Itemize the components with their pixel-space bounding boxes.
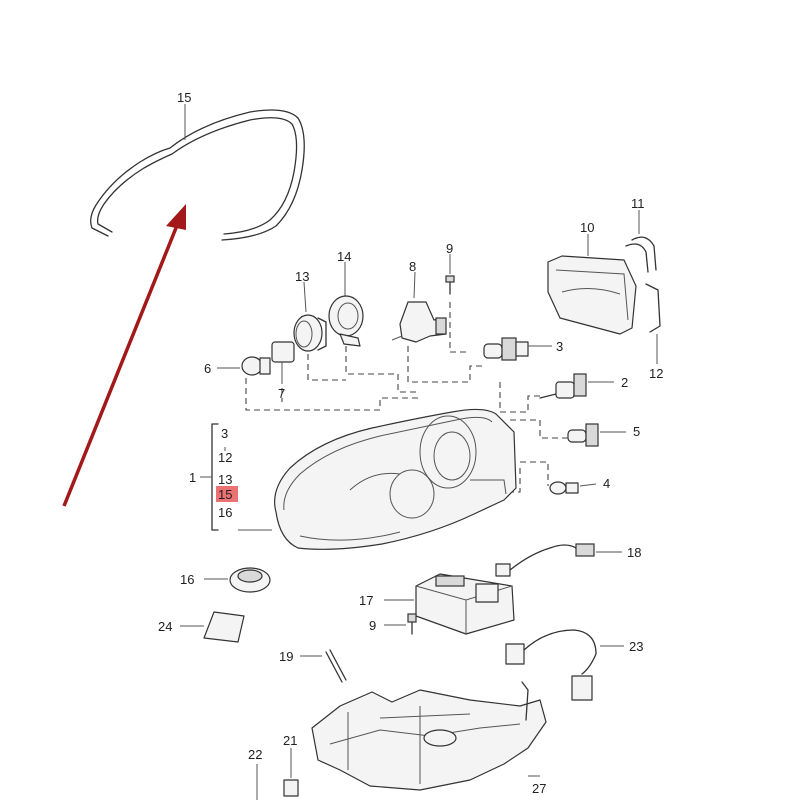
highlight-marker	[216, 486, 238, 502]
part-19-clip	[300, 649, 347, 683]
part-10-fog-lamp	[547, 234, 637, 335]
bracket-item-12: 12	[218, 450, 232, 465]
part-5-bulb	[567, 423, 626, 447]
part-15-seal	[90, 104, 305, 241]
part-6-bulb	[217, 356, 271, 376]
part-9-screw-bottom	[384, 613, 417, 635]
part-16-cover	[204, 567, 271, 593]
part-9-screw-top	[445, 254, 455, 295]
bracket-item-13: 13	[218, 472, 232, 487]
label-10: 10	[580, 220, 594, 235]
part-14-cap	[328, 262, 364, 347]
label-12: 12	[649, 366, 663, 381]
part-18-cable	[495, 543, 622, 577]
part-23-harness	[505, 629, 624, 701]
bracket-item-3: 3	[221, 426, 228, 441]
assembly-guide-lines	[245, 302, 568, 493]
label-24: 24	[158, 619, 172, 634]
label-18: 18	[627, 545, 641, 560]
label-3: 3	[556, 339, 563, 354]
part-27-base-plate	[311, 681, 547, 791]
label-6: 6	[204, 361, 211, 376]
bracket-item-16: 16	[218, 505, 232, 520]
part-7-socket	[271, 341, 295, 384]
label-4: 4	[603, 476, 610, 491]
part-17-ballast	[384, 573, 515, 635]
label-9-top: 9	[446, 241, 453, 256]
label-22: 22	[248, 747, 262, 762]
label-1: 1	[189, 470, 196, 485]
label-17: 17	[359, 593, 373, 608]
part-1-headlight-housing	[274, 408, 517, 550]
part-24-pad	[180, 611, 245, 643]
part-8-adjuster	[391, 271, 447, 343]
label-15-seal: 15	[177, 90, 191, 105]
label-11: 11	[631, 196, 645, 211]
red-pointer-arrow	[62, 204, 186, 507]
label-8: 8	[409, 259, 416, 274]
part-2-xenon-bulb	[539, 373, 614, 399]
label-9-bottom: 9	[369, 618, 376, 633]
label-7: 7	[278, 386, 285, 401]
part-11-hose	[625, 210, 657, 273]
label-23: 23	[629, 639, 643, 654]
label-2: 2	[621, 375, 628, 390]
label-5: 5	[633, 424, 640, 439]
part-12-bracket	[645, 283, 661, 364]
label-19: 19	[279, 649, 293, 664]
part-4-small-bulb	[549, 481, 597, 495]
label-14: 14	[337, 249, 351, 264]
label-21: 21	[283, 733, 297, 748]
bracket-item-15-highlighted: 15	[218, 487, 232, 502]
label-13: 13	[295, 269, 309, 284]
part-3-bulb	[483, 337, 552, 361]
part-13-ring	[293, 281, 327, 352]
label-27: 27	[532, 781, 546, 796]
part-21-grommet	[283, 748, 299, 797]
part-1-bracket	[200, 423, 272, 531]
label-16: 16	[180, 572, 194, 587]
part-labels: 15 14 13 8 9 10 11 12 6 7 3 2 5 4 1 3 12…	[158, 90, 663, 796]
